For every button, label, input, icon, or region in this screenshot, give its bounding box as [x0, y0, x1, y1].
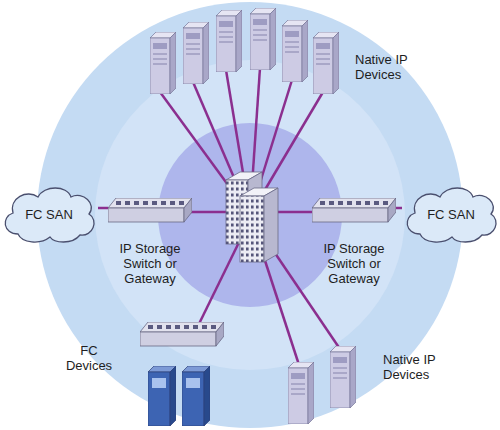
cloud-label: FC SAN	[25, 207, 73, 222]
fc-server-icon	[182, 366, 210, 426]
server-icon	[250, 8, 276, 70]
connector-group	[98, 208, 108, 209]
building-front	[240, 196, 264, 262]
core-switch-building	[226, 172, 278, 262]
server-icon	[150, 32, 176, 94]
cloud-shape	[5, 188, 94, 242]
building-side	[264, 188, 278, 262]
server-icon	[313, 32, 339, 94]
cloud-shape	[407, 188, 496, 242]
san-cloud: FC SAN	[402, 182, 500, 246]
device-label: Native IP Devices	[355, 52, 427, 82]
server-icon	[282, 20, 308, 82]
server-icon	[330, 346, 356, 408]
san-cloud: FC SAN	[0, 182, 98, 246]
device-label: Native IP Devices	[383, 352, 453, 382]
storage-switch-icon	[312, 198, 396, 222]
device-label: IP Storage Switch or Gateway	[108, 241, 192, 286]
device-group: Native IP Devices	[355, 52, 427, 88]
storage-switch: IP Storage Switch or Gateway	[312, 196, 396, 286]
link-line	[98, 207, 108, 210]
outer-ring	[37, 2, 463, 428]
network-link	[196, 230, 245, 330]
storage-switch: IP Storage Switch or Gateway	[108, 196, 192, 286]
middle-ring	[95, 60, 405, 370]
server-icon	[288, 362, 314, 424]
connector-group	[396, 208, 402, 209]
fc-switch-icon	[140, 322, 224, 346]
server-icon	[183, 22, 209, 84]
fc-server-icon	[148, 366, 176, 426]
device-group: Native IP Devices	[383, 352, 453, 388]
device-label: IP Storage Switch or Gateway	[312, 241, 396, 286]
device-group: FC Devices	[60, 343, 118, 379]
storage-switch-icon	[108, 198, 192, 222]
building-windows	[240, 196, 264, 262]
link-line	[396, 207, 402, 210]
server-icon	[216, 10, 242, 72]
cloud-label: FC SAN	[427, 207, 475, 222]
device-label: FC Devices	[60, 343, 118, 373]
